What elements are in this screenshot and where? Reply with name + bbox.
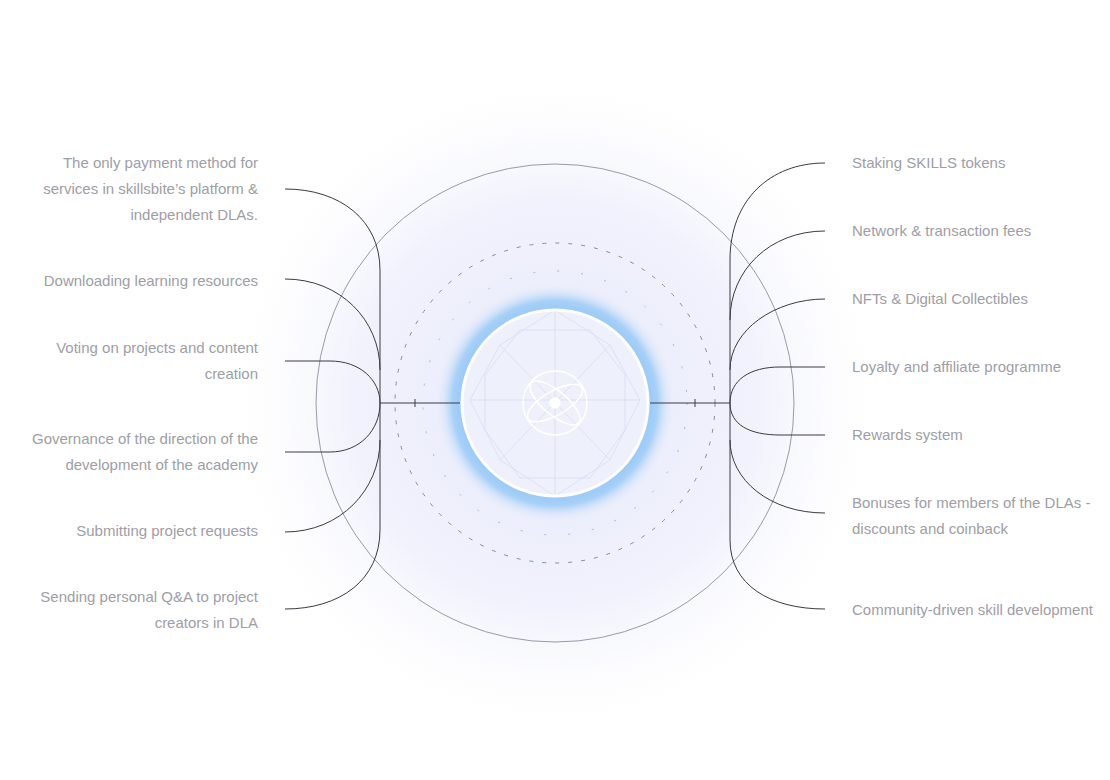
feature-label: Downloading learning resources <box>8 268 258 294</box>
outer-ring <box>316 164 794 642</box>
feature-label: Voting on projects and content creation <box>8 335 258 387</box>
feature-label: Governance of the direction of the devel… <box>8 426 258 478</box>
atom-icon <box>522 371 588 435</box>
feature-label: Staking SKILLS tokens <box>852 150 1102 176</box>
feature-label: Submitting project requests <box>8 518 258 544</box>
core-disc <box>462 310 648 496</box>
geodesic-mesh <box>470 310 640 496</box>
dotted-ring <box>423 271 687 535</box>
core-glow <box>435 283 675 523</box>
feature-label: Network & transaction fees <box>852 218 1102 244</box>
feature-label: Sending personal Q&A to project creators… <box>8 584 258 636</box>
feature-label: The only payment method for services in … <box>8 150 258 228</box>
leader-lines <box>285 163 825 609</box>
core-ring <box>462 310 648 496</box>
ring-glow <box>460 308 650 498</box>
feature-label: Bonuses for members of the DLAs - discou… <box>852 490 1102 542</box>
feature-label: NFTs & Digital Collectibles <box>852 286 1102 312</box>
background-glow <box>215 63 895 743</box>
feature-label: Loyalty and affiliate programme <box>852 354 1102 380</box>
feature-label: Rewards system <box>852 422 1102 448</box>
feature-label: Community-driven skill development <box>852 597 1102 623</box>
